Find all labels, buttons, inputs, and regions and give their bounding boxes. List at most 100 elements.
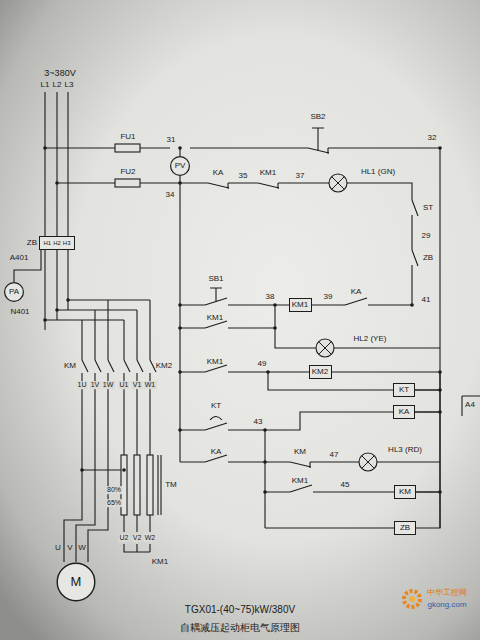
transformer-winding bbox=[147, 455, 153, 515]
junction-dot bbox=[263, 490, 267, 494]
junction-dot bbox=[43, 146, 47, 150]
voltmeter-circle: PV bbox=[170, 156, 190, 176]
wire-label: KA bbox=[211, 448, 222, 457]
wire-label: KM1 bbox=[207, 358, 223, 367]
node-text-group: PV bbox=[175, 162, 186, 171]
node-text-group: KM1 bbox=[292, 301, 308, 310]
wire-label: N401 bbox=[10, 308, 29, 317]
circle-outline bbox=[171, 157, 190, 176]
node-text-group: ZB bbox=[400, 524, 410, 533]
wire-label: 45 bbox=[341, 481, 350, 490]
junction-dot bbox=[273, 326, 277, 330]
lamp-cross bbox=[319, 177, 374, 468]
wire-label: KM1 bbox=[292, 477, 308, 486]
wire-label: 43 bbox=[254, 418, 263, 427]
node-heading: ZB bbox=[27, 239, 37, 248]
wire-label: 32 bbox=[428, 134, 437, 143]
motor-circle: M bbox=[56, 562, 96, 602]
wire-label: ST bbox=[423, 204, 433, 213]
junction-dot bbox=[410, 303, 414, 307]
node-text-group: KM2 bbox=[312, 368, 328, 377]
wire-label: 39 bbox=[324, 293, 333, 302]
wire-label: 1V bbox=[90, 381, 101, 389]
wire-label: W bbox=[78, 544, 86, 553]
node-label: H1 bbox=[43, 240, 51, 246]
wire-label: 1U bbox=[77, 381, 88, 389]
wire-label: SB2 bbox=[310, 113, 325, 122]
wire-label: 47 bbox=[330, 451, 339, 460]
node-label: H3 bbox=[63, 240, 71, 246]
wire-connector bbox=[332, 370, 442, 390]
wire-label: FU2 bbox=[120, 168, 135, 177]
wire-label: A4 bbox=[465, 401, 475, 410]
junction-dot bbox=[178, 428, 182, 432]
junction-dot bbox=[178, 370, 182, 374]
junction-dot bbox=[266, 370, 270, 374]
node-text-group: KM bbox=[399, 488, 411, 497]
wire-label: KM1 bbox=[260, 169, 276, 178]
relay-coil: KM1 bbox=[289, 298, 312, 312]
junction-dot bbox=[273, 303, 277, 307]
wire-label: KM1 bbox=[152, 558, 168, 567]
wire-label: 29 bbox=[422, 232, 431, 241]
node-label: PA bbox=[9, 287, 19, 296]
wire-label: L1 bbox=[41, 81, 50, 90]
junction-dot bbox=[55, 181, 59, 185]
wire-label: 35 bbox=[239, 172, 248, 181]
junction-dot bbox=[80, 468, 84, 472]
fuse-symbol bbox=[115, 144, 140, 152]
node-label: M bbox=[71, 574, 82, 589]
wire-label: 80% bbox=[106, 486, 122, 494]
wire-label: TM bbox=[165, 481, 177, 490]
junction-dot bbox=[438, 370, 442, 374]
node-label: KM1 bbox=[292, 300, 308, 309]
relay-coil: KT bbox=[393, 383, 415, 397]
wire-label: 31 bbox=[167, 136, 176, 145]
fuse-symbol bbox=[115, 179, 140, 187]
wire-connector bbox=[415, 388, 442, 412]
node-text-group: M bbox=[71, 575, 82, 589]
watermark-gear bbox=[409, 596, 415, 602]
junction-dot bbox=[438, 388, 442, 392]
wire-label: W1 bbox=[144, 381, 157, 389]
wire-label: 37 bbox=[296, 172, 305, 181]
wire-label: KT bbox=[211, 402, 221, 411]
wire-connector bbox=[416, 490, 442, 528]
wire-label: 41 bbox=[422, 296, 431, 305]
junction-dot bbox=[178, 146, 182, 150]
node-label: KA bbox=[399, 407, 410, 416]
wire-label: U1 bbox=[119, 381, 130, 389]
node-label: PV bbox=[175, 161, 186, 170]
node-text-group: KA bbox=[399, 408, 410, 417]
node-label: KM bbox=[399, 487, 411, 496]
junction-dot bbox=[178, 303, 182, 307]
junction-dot bbox=[263, 460, 267, 464]
wire-label: FU1 bbox=[120, 133, 135, 142]
node-label: KT bbox=[399, 385, 409, 394]
wire-label: W2 bbox=[144, 534, 157, 542]
node-text-group: H1H2H3 bbox=[42, 239, 71, 248]
wire-label: U bbox=[55, 544, 61, 553]
wire-connector bbox=[332, 372, 441, 390]
wire-label: KM2 bbox=[156, 362, 172, 371]
wire-label: V bbox=[67, 544, 72, 553]
watermark-gear bbox=[404, 591, 420, 607]
junction-dot bbox=[438, 410, 442, 414]
tap-lead bbox=[462, 396, 480, 416]
circle-outline bbox=[57, 563, 95, 601]
wire-label: 65% bbox=[106, 499, 122, 507]
junction-dot bbox=[122, 468, 126, 472]
wire-label: 3~380V bbox=[44, 69, 75, 79]
wire-label: KM bbox=[294, 448, 306, 457]
junction-dot bbox=[178, 181, 182, 185]
wire-label: 中华工控网 bbox=[427, 589, 467, 598]
wire-label: 34 bbox=[166, 191, 175, 200]
wire-label: A401 bbox=[10, 254, 29, 263]
junction-dot bbox=[66, 298, 70, 302]
ammeter-circle: PA bbox=[4, 282, 24, 302]
junction-dot bbox=[43, 318, 47, 322]
control-wires bbox=[45, 128, 440, 528]
circle-outline bbox=[5, 283, 24, 302]
junction-dot bbox=[438, 146, 442, 150]
drawing-title: TGX01-(40~75)kW/380V bbox=[185, 604, 295, 615]
